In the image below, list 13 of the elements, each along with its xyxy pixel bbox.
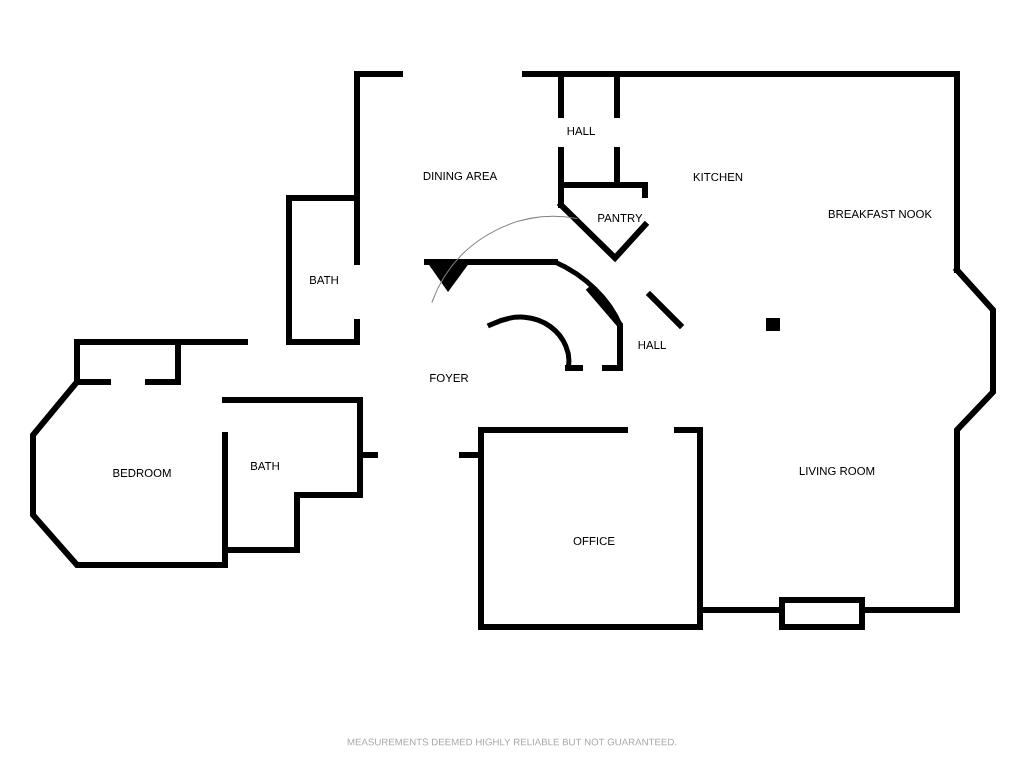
room-label: BREAKFAST NOOK [828,209,932,219]
room-label: HALL [567,127,595,135]
room-label: PANTRY [598,214,643,222]
room-label: BATH [310,276,338,284]
room-label: LIVING ROOM [799,466,875,476]
room-label: BATH [251,462,279,470]
room-label: HALL [638,341,666,349]
room-label: BEDROOM [113,468,171,478]
footer-note: MEASUREMENTS DEEMED HIGHLY RELIABLE BUT NOT GUARANTEED. [347,738,677,746]
room-label: OFFICE [573,536,615,546]
room-label: KITCHEN [693,172,743,182]
room-label: DINING AREA [423,171,498,181]
room-label: FOYER [430,373,469,383]
